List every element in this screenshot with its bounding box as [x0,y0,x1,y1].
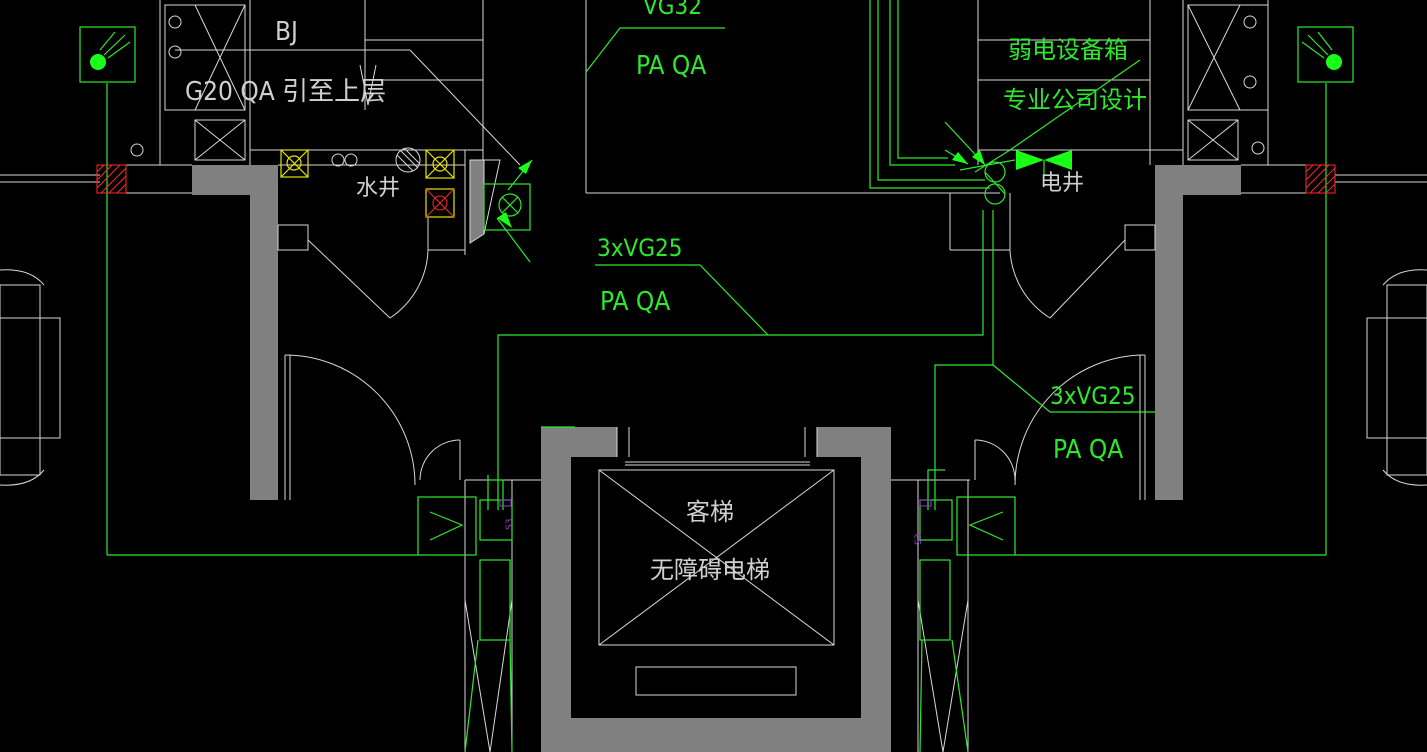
electric-shaft-equipment[interactable] [944,121,1072,205]
marker-left [499,499,512,507]
label-bj-feed: G20 QA 引至上层 [185,77,386,107]
exhaust-fan-icon [417,496,477,556]
electric-meter-box-icon[interactable] [483,183,531,231]
water-shaft-equipment[interactable] [280,147,455,218]
label-elevator-accessible: 无障碍电梯 [650,556,770,584]
labels: BJ G20 QA 引至上层 VG32 PA QA 水井 电井 弱电设备箱 专业… [175,0,1147,584]
elevator-counterweight [635,666,797,696]
label-bj: BJ [275,17,298,47]
emergency-light-icon[interactable] [79,26,136,83]
wiring [106,0,1327,752]
electric-meter-box[interactable] [469,159,533,263]
label-right-conduit: 3xVG25 [1050,382,1135,410]
label-right-pa-qa: PA QA [1053,435,1123,465]
label-mid-pa-qa: PA QA [600,287,670,317]
label-vg32: VG32 [643,0,702,20]
label-marker-right: S3 [914,534,924,545]
elevator-car-outline [598,469,835,646]
water-meter-icon[interactable] [280,149,309,178]
fire-damper-left[interactable] [96,164,127,194]
valve-icon[interactable] [1016,150,1044,170]
water-meter-icon[interactable] [425,188,455,218]
label-electric-shaft: 电井 [1040,171,1084,196]
wall-elevator-right [861,427,891,752]
wall-elevator-left [541,427,571,752]
label-vg32-pa-qa: PA QA [636,51,706,81]
walls [192,165,1241,752]
label-mid-conduit: 3xVG25 [597,234,682,262]
emergency-light-icon[interactable] [1297,26,1354,83]
water-meter-icon[interactable] [425,149,455,179]
label-weak-box-line2: 专业公司设计 [1003,86,1147,114]
emergency-light-left[interactable] [79,26,136,83]
exhaust-fan-icon [956,496,1016,556]
emergency-light-right[interactable] [1297,26,1354,83]
fire-damper-right[interactable] [1305,164,1336,194]
wall-right-vertical [1155,165,1183,500]
wall-elevator-bottom [541,718,891,752]
label-marker-left: S3 [505,519,515,530]
label-weak-box-line1: 弱电设备箱 [1008,36,1128,64]
wall-left-vertical [250,165,278,500]
elevator-shaft-interior [571,457,861,718]
marker-right [919,499,932,507]
label-water-shaft: 水井 [356,176,400,201]
label-elevator-type: 客梯 [686,498,734,526]
